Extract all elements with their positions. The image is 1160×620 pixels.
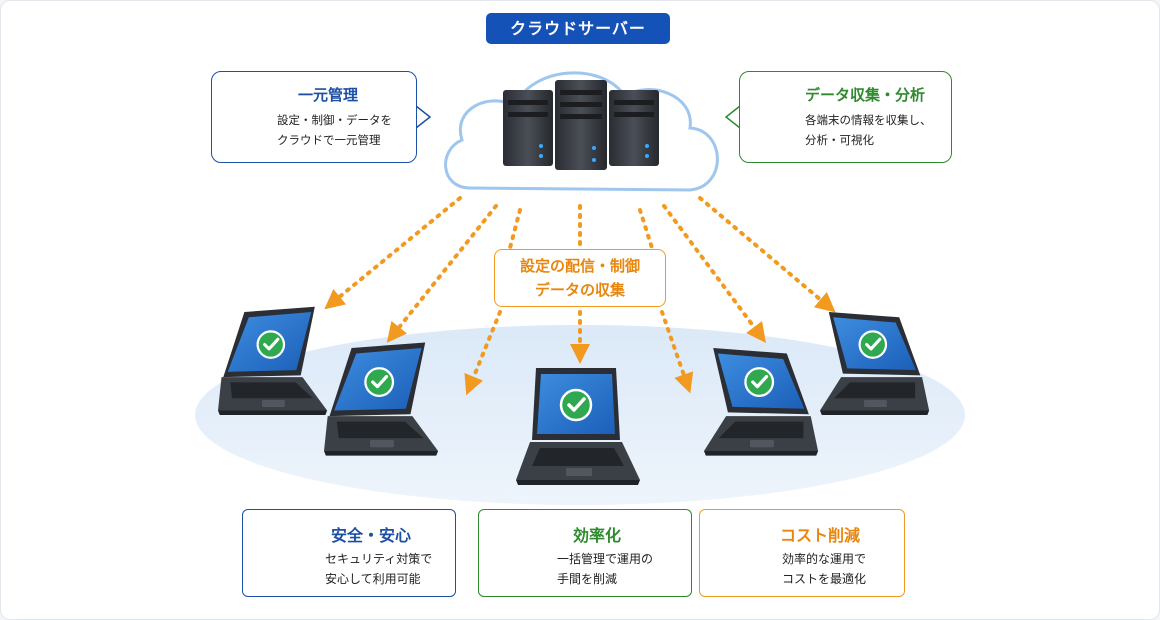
check-icon bbox=[559, 388, 593, 422]
arrow-line bbox=[324, 196, 462, 310]
laptop-icon bbox=[218, 306, 328, 415]
callout-line: 設定・制御・データを bbox=[277, 113, 392, 127]
callout-title: 一元管理 bbox=[298, 86, 359, 104]
arrow-line bbox=[698, 196, 836, 313]
feature-card-security: 安全・安心 セキュリティ対策で 安心して利用可能 bbox=[242, 509, 456, 597]
callout-tail bbox=[415, 105, 432, 129]
feature-line: コストを最適化 bbox=[782, 572, 867, 586]
callout-title: データ収集・分析 bbox=[805, 86, 926, 104]
arrow-line bbox=[660, 310, 694, 394]
callout-line: 各端末の情報を収集し、 bbox=[805, 113, 932, 127]
feature-line: 安心して利用可能 bbox=[325, 572, 421, 586]
arrow-line bbox=[386, 204, 498, 343]
callout-data-analysis: データ収集・分析 各端末の情報を収集し、 分析・可視化 bbox=[739, 71, 952, 163]
distribution-label-line: データの収集 bbox=[534, 281, 625, 299]
feature-title: 安全・安心 bbox=[331, 526, 412, 545]
arrow-line bbox=[464, 310, 502, 396]
cloud-server-title: クラウドサーバー bbox=[486, 13, 670, 44]
arrow-line bbox=[508, 208, 522, 250]
callout-central-management: 一元管理 設定・制御・データを クラウドで一元管理 bbox=[211, 71, 417, 163]
check-icon bbox=[744, 367, 775, 397]
callout-line: クラウドで一元管理 bbox=[277, 133, 381, 147]
server-icon bbox=[555, 80, 607, 170]
arrow-line bbox=[638, 208, 654, 250]
check-icon bbox=[364, 367, 395, 397]
callout-description: 設定・制御・データを クラウドで一元管理 bbox=[277, 110, 392, 150]
distribution-label-line: 設定の配信・制御 bbox=[519, 257, 640, 275]
arrow-line bbox=[662, 204, 766, 344]
feature-line: セキュリティ対策で bbox=[325, 552, 433, 566]
laptop-icon bbox=[324, 342, 439, 456]
data-flow-arrows bbox=[324, 196, 836, 396]
check-icon bbox=[256, 330, 286, 359]
feature-description: セキュリティ対策で 安心して利用可能 bbox=[325, 549, 432, 589]
callout-description: 各端末の情報を収集し、 分析・可視化 bbox=[805, 110, 932, 150]
feature-card-cost-reduction: コスト削減 効率的な運用で コストを最適化 bbox=[699, 509, 905, 597]
feature-description: 一括管理で運用の 手間を削減 bbox=[557, 549, 653, 589]
feature-title: コスト削減 bbox=[780, 526, 861, 545]
feature-line: 効率的な運用で bbox=[782, 552, 867, 566]
server-icon bbox=[609, 90, 659, 166]
feature-description: 効率的な運用で コストを最適化 bbox=[782, 549, 866, 589]
feature-card-efficiency: 効率化 一括管理で運用の 手間を削減 bbox=[478, 509, 692, 597]
distribution-label: 設定の配信・制御 データの収集 bbox=[494, 249, 666, 307]
feature-line: 一括管理で運用の bbox=[557, 552, 654, 566]
callout-tail bbox=[724, 105, 741, 129]
feature-title: 効率化 bbox=[573, 526, 622, 545]
check-icon bbox=[858, 330, 888, 359]
callout-line: 分析・可視化 bbox=[805, 133, 874, 147]
feature-line: 手間を削減 bbox=[557, 572, 618, 586]
server-icon bbox=[503, 90, 553, 166]
laptop-icon bbox=[516, 368, 640, 485]
laptop-icon bbox=[820, 312, 930, 415]
laptop-icon bbox=[704, 348, 819, 456]
laptop-group bbox=[218, 306, 930, 485]
